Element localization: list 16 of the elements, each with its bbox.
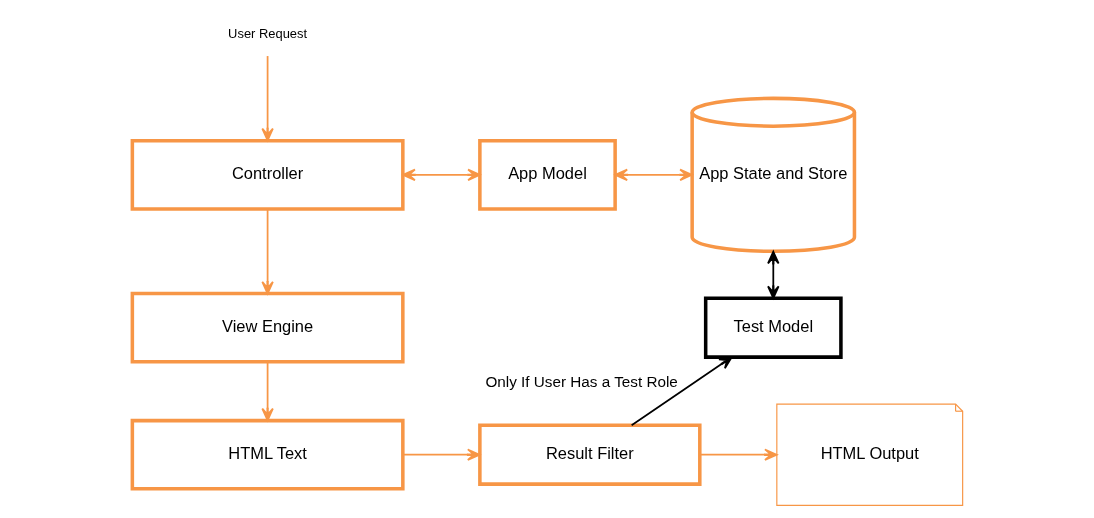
arrow (260, 360, 274, 421)
arrow (260, 54, 274, 141)
node-box: Test Model (703, 296, 843, 359)
arrow (260, 207, 274, 294)
arrow (401, 168, 481, 181)
arrow (766, 250, 779, 299)
arrow (401, 448, 480, 461)
node-text: User Request (227, 25, 307, 41)
node-box: Controller (130, 138, 405, 211)
node-box: HTML Text (130, 418, 405, 491)
node-box: App Model (477, 138, 617, 211)
arrow (614, 168, 693, 181)
node-box: Result Filter (477, 423, 702, 486)
arrow (698, 448, 778, 461)
edge-label: Only If User Has a Test Role (485, 372, 678, 390)
node-box: View Engine (130, 291, 405, 364)
